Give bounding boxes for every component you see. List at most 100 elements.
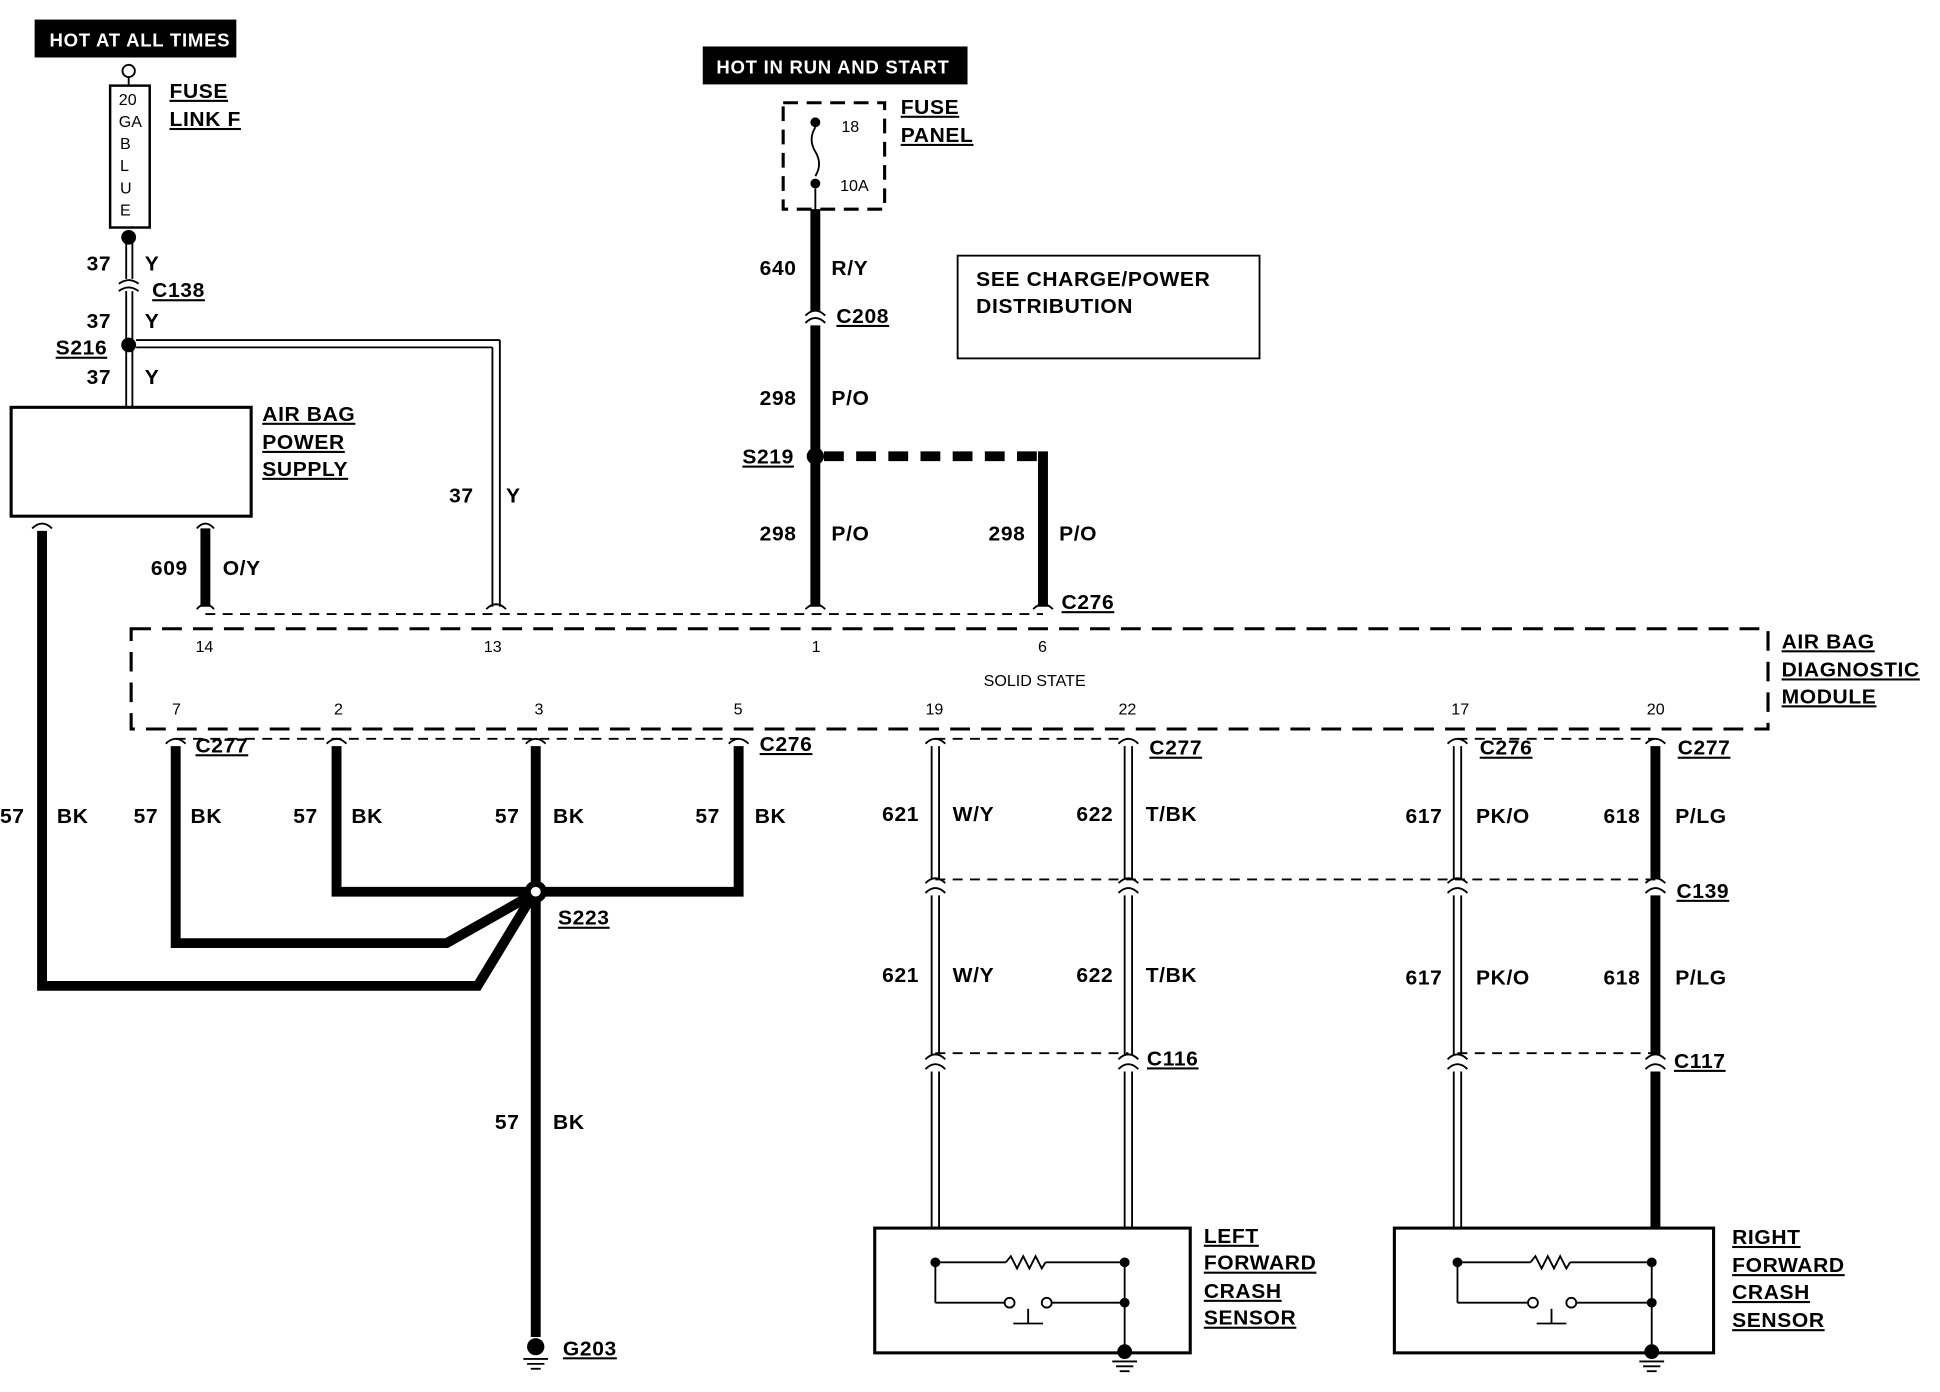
fuse-rating: 10A (840, 178, 869, 195)
splice-s219: S219 (742, 446, 794, 469)
wire-po-label-a: P/O (831, 387, 869, 410)
connector-c208: C208 (836, 305, 889, 328)
left-sensor-wires (924, 737, 1139, 1229)
pin-19: 19 (925, 701, 943, 718)
svg-text:HOT AT ALL TIMES: HOT AT ALL TIMES (49, 30, 230, 51)
wire-298-label-a: 298 (760, 387, 797, 410)
pin-6: 6 (1038, 639, 1047, 656)
wire-622-label-a: 622 (1076, 803, 1113, 826)
air-bag-power-supply-box (9, 405, 253, 518)
wire-37-label-a: 37 (87, 252, 112, 275)
pin-22: 22 (1118, 701, 1136, 718)
circuit-640-298 (804, 209, 1054, 610)
wire-640-label: 640 (760, 257, 797, 280)
wire-pko-label-b: PK/O (1476, 967, 1530, 990)
wire-wy-label-a: W/Y (953, 803, 995, 826)
svg-text:20: 20 (119, 92, 137, 109)
wire-tbk-label-a: T/BK (1146, 803, 1198, 826)
svg-text:HOT IN RUN AND START: HOT IN RUN AND START (716, 56, 949, 77)
wire-bk-label-d: BK (553, 805, 585, 828)
wire-57-label-d: 57 (495, 805, 520, 828)
pin-5: 5 (734, 701, 743, 718)
right-sensor-label-4: SENSOR (1732, 1309, 1825, 1332)
ground-circuits (31, 522, 750, 1370)
fuse-number: 18 (841, 119, 859, 136)
wire-298-label-c: 298 (989, 523, 1026, 546)
fuse-panel-label-1: FUSE (901, 96, 960, 119)
wire-617-label-a: 617 (1406, 805, 1443, 828)
diagnostic-module-box (129, 627, 1770, 731)
right-forward-crash-sensor (1392, 1226, 1716, 1373)
power-supply-label-1: AIR BAG (262, 403, 355, 426)
power-supply-label-3: SUPPLY (262, 458, 348, 481)
splice-s216: S216 (56, 337, 108, 360)
wire-37-label-c: 37 (87, 366, 112, 389)
connector-c277-c: C277 (1678, 737, 1731, 760)
left-sensor-label-1: LEFT (1204, 1225, 1259, 1248)
connector-c276-b: C276 (760, 733, 813, 756)
wire-622-label-b: 622 (1076, 964, 1113, 987)
circuit-609 (196, 522, 215, 610)
connector-c277-b: C277 (1149, 737, 1202, 760)
wire-37-label-b: 37 (87, 310, 112, 333)
wire-621-label-b: 621 (882, 964, 919, 987)
connector-c277-a: C277 (195, 734, 248, 757)
left-sensor-label-4: SENSOR (1204, 1307, 1297, 1330)
wire-618-label-b: 618 (1603, 967, 1640, 990)
connector-c138: C138 (152, 279, 205, 302)
power-supply-label-2: POWER (262, 431, 345, 454)
pin-3: 3 (534, 701, 543, 718)
connector-c276-c: C276 (1480, 737, 1533, 760)
connector-c117: C117 (1674, 1050, 1726, 1073)
wire-ry-label: R/Y (831, 257, 868, 280)
wire-tbk-label-b: T/BK (1146, 964, 1198, 987)
fuse-panel-label-2: PANEL (901, 124, 974, 147)
fuse-link-label-2: LINK F (170, 108, 241, 131)
note-box (956, 254, 1261, 360)
circuit-37-feed (118, 229, 507, 610)
left-sensor-label-3: CRASH (1204, 1280, 1282, 1303)
pin-14: 14 (195, 639, 213, 656)
wire-37-label-d: 37 (449, 485, 474, 508)
wire-621-label-a: 621 (882, 803, 919, 826)
wire-plg-label-a: P/LG (1675, 805, 1727, 828)
pin-2: 2 (334, 701, 343, 718)
wire-y-label-d: Y (506, 485, 521, 508)
note-line-2: DISTRIBUTION (976, 295, 1133, 318)
svg-text:B: B (120, 136, 131, 153)
connector-c276-top: C276 (1062, 591, 1115, 614)
diag-module-label-2: DIAGNOSTIC (1782, 659, 1920, 682)
wire-y-label-c: Y (145, 366, 160, 389)
svg-text:L: L (120, 158, 129, 175)
wire-y-label-b: Y (145, 310, 160, 333)
wire-wy-label-b: W/Y (953, 964, 995, 987)
right-sensor-label-2: FORWARD (1732, 1254, 1845, 1277)
wire-plg-label-b: P/LG (1675, 967, 1727, 990)
wire-57-label-a: 57 (0, 805, 25, 828)
fuse-link-f: 20 GA B L U E (108, 63, 151, 229)
fuse-link-label-1: FUSE (170, 80, 229, 103)
wire-57-label-f: 57 (495, 1111, 520, 1134)
wire-bk-label-e: BK (755, 805, 787, 828)
pin-7: 7 (172, 701, 181, 718)
pin-1: 1 (812, 639, 821, 656)
svg-text:U: U (120, 180, 132, 197)
fuse-panel (781, 101, 887, 211)
wire-bk-label-f: BK (553, 1111, 585, 1134)
wire-57-label-b: 57 (134, 805, 159, 828)
banner-hot-at-all-times: HOT AT ALL TIMES (34, 19, 237, 58)
wire-618-label-a: 618 (1603, 805, 1640, 828)
diag-module-label-1: AIR BAG (1782, 630, 1875, 653)
wire-298-label-b: 298 (760, 523, 797, 546)
wire-oy-label: O/Y (223, 557, 261, 580)
diag-module-label-3: MODULE (1782, 685, 1877, 708)
pin-13: 13 (484, 639, 502, 656)
wire-609-label: 609 (151, 557, 188, 580)
ground-g203: G203 (563, 1337, 617, 1360)
wire-57-label-c: 57 (293, 805, 318, 828)
wire-bk-label-b: BK (191, 805, 223, 828)
right-sensor-label-3: CRASH (1732, 1281, 1810, 1304)
wire-57-label-e: 57 (695, 805, 720, 828)
right-sensor-label-1: RIGHT (1732, 1226, 1801, 1249)
